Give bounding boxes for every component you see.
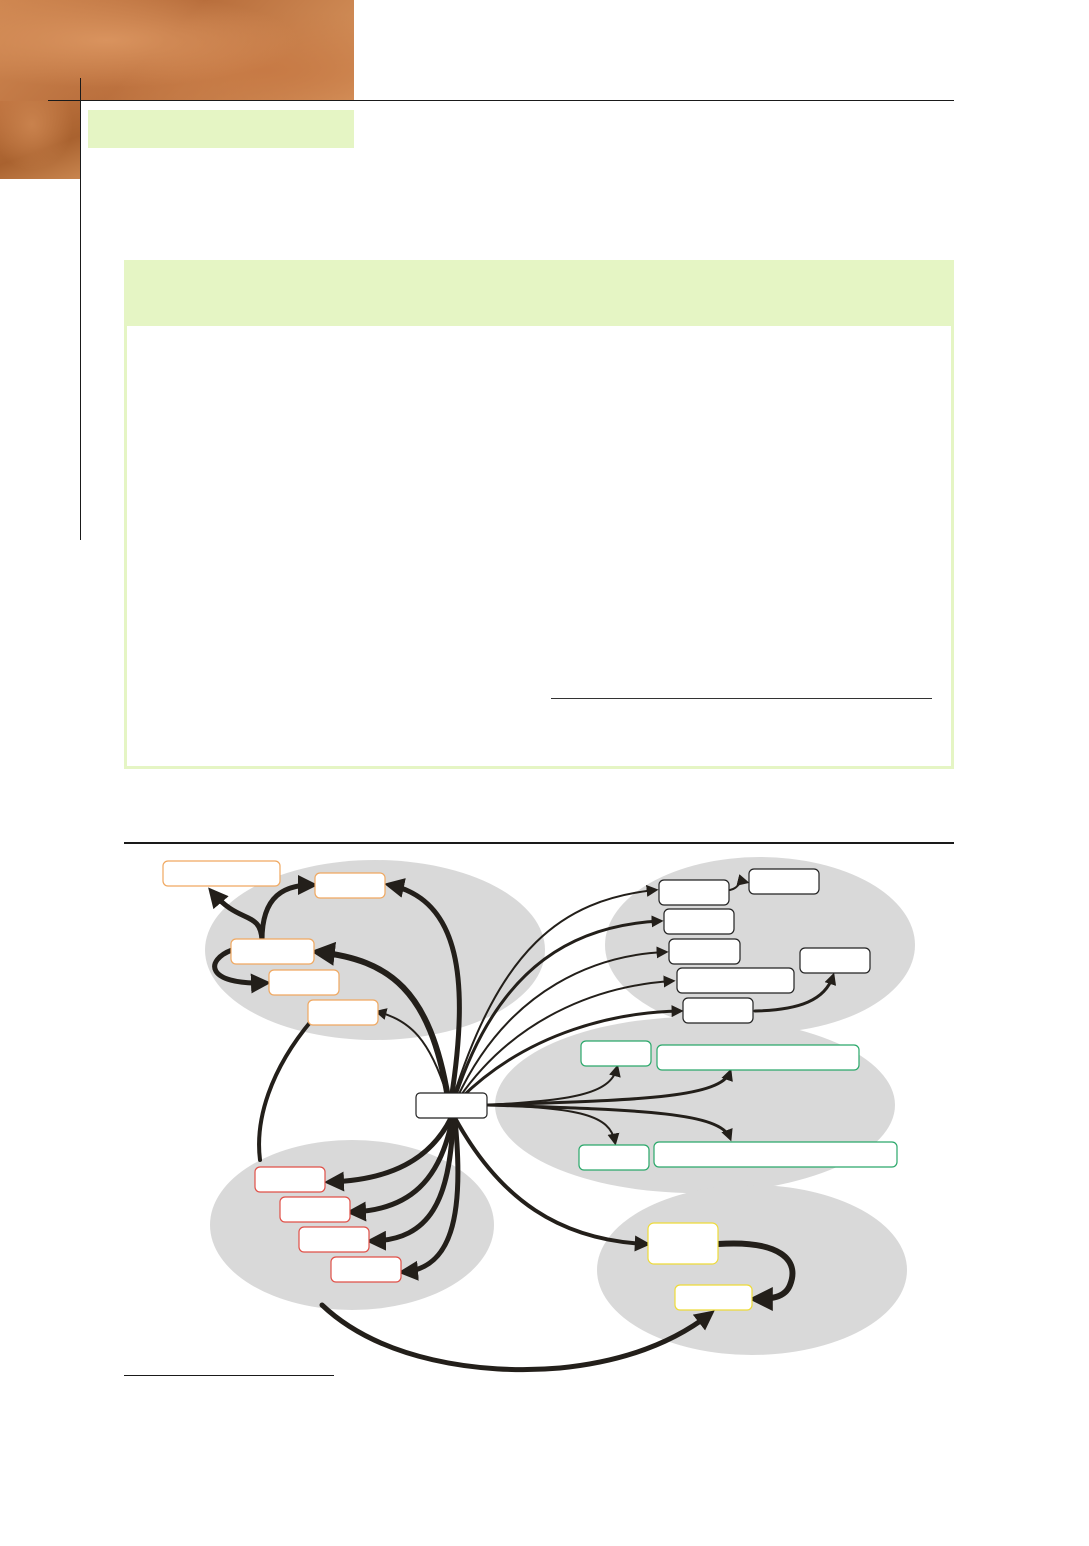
box-inner-rule (551, 698, 932, 699)
edge-orange-5-red (257, 1018, 314, 1162)
black-node-1 (658, 879, 730, 906)
edge-hub-orange-3 (310, 941, 451, 1101)
black-node-5 (682, 997, 754, 1024)
edge-hub-black-1 (452, 884, 659, 1099)
edge-orange-3-orange-2 (259, 875, 318, 943)
edge-hub-orange-2 (384, 878, 462, 1103)
corner-decorative-image-lower (0, 101, 80, 179)
box-body (124, 326, 954, 769)
header-rule (48, 100, 954, 101)
orange-node-4 (268, 969, 340, 996)
edge-hub-orange-5 (374, 1008, 448, 1096)
red-node-4 (330, 1256, 402, 1283)
edge-hub-red-4 (398, 1117, 461, 1281)
edge-yellow-1-yellow-2 (715, 1240, 796, 1311)
edge-hub-black-3 (456, 946, 669, 1099)
green-node-3 (578, 1144, 650, 1171)
black-node-2 (663, 908, 735, 935)
edge-hub-green-2 (486, 1068, 733, 1107)
black-node-6 (748, 868, 820, 895)
red-node-3 (298, 1226, 370, 1253)
cluster-yellow (597, 1185, 907, 1355)
edge-orange-3-orange-4 (212, 947, 271, 994)
red-node-1 (254, 1166, 326, 1193)
green-node-2 (656, 1044, 860, 1071)
red-node-2 (279, 1196, 351, 1223)
edge-hub-red-1 (324, 1115, 454, 1192)
edge-hub-red-2 (346, 1117, 455, 1222)
footnote-rule (124, 1375, 334, 1376)
edge-black-5-black-7 (753, 972, 837, 1013)
green-node-4 (653, 1141, 898, 1168)
edge-black-1-black-6 (729, 874, 750, 891)
hub-node (415, 1092, 488, 1119)
margin-rule (80, 78, 81, 540)
green-node-1 (580, 1040, 652, 1067)
orange-node-1 (162, 860, 281, 887)
black-node-3 (668, 938, 741, 965)
orange-node-5 (307, 999, 379, 1026)
figure-top-rule (124, 842, 954, 844)
corner-decorative-image (0, 0, 354, 101)
section-tab (88, 110, 354, 148)
yellow-node-2 (674, 1284, 753, 1311)
edge-hub-yellow-1 (453, 1116, 651, 1252)
orange-node-3 (230, 938, 315, 965)
edge-hub-black-5 (459, 1005, 684, 1100)
edge-red-yellow-2 (319, 1302, 715, 1373)
black-node-4 (676, 967, 795, 994)
edge-hub-red-3 (366, 1117, 456, 1251)
orange-node-2 (314, 872, 386, 899)
edge-hub-black-2 (453, 915, 664, 1100)
edge-hub-green-4 (486, 1103, 733, 1142)
yellow-node-1 (647, 1222, 719, 1265)
box-header (124, 260, 954, 326)
black-node-7 (799, 947, 871, 974)
edge-hub-black-4 (458, 975, 676, 1099)
